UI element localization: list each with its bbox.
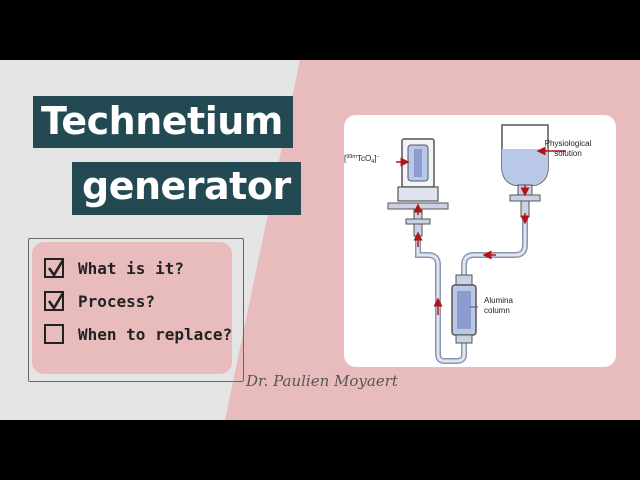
saline-bottle [501, 124, 549, 218]
tube-left-inner [416, 235, 466, 363]
checklist-label: Process? [78, 291, 156, 311]
title-line-2: generator [72, 162, 301, 215]
alumina-column [451, 274, 477, 344]
checklist-label: When to replace? [78, 324, 233, 344]
checklist-frame [28, 238, 244, 382]
label-physiological: Physiological [545, 139, 592, 148]
checklist-item-what-is-it[interactable]: What is it? [44, 256, 184, 280]
checklist-label: What is it? [78, 258, 184, 278]
tube-right-inner [462, 217, 527, 275]
checkbox-empty-icon[interactable] [44, 324, 64, 344]
tube-right [461, 217, 528, 275]
generator-diagram: [99mTcO4]− Physiological solution Alumin… [344, 124, 592, 364]
collection-vial [387, 138, 449, 237]
slide: Technetium generator What is it? Process… [0, 60, 640, 420]
label-column: column [484, 306, 510, 315]
label-tco4: [99mTcO4]− [344, 154, 380, 165]
checkbox-checked-icon[interactable] [44, 291, 65, 311]
checklist-background [32, 242, 232, 374]
generator-diagram-card: [99mTcO4]− Physiological solution Alumin… [344, 115, 616, 367]
checklist-item-process[interactable]: Process? [44, 289, 155, 313]
checkbox-checked-icon[interactable] [44, 258, 65, 278]
label-alumina: Alumina [484, 296, 513, 305]
title-line-1: Technetium [33, 96, 293, 148]
checklist-item-when-to-replace[interactable]: When to replace? [44, 322, 232, 346]
label-solution: solution [554, 149, 582, 158]
checklist-panel: What is it? Process? When to replace? [28, 238, 244, 382]
author-name: Dr. Paulien Moyaert [246, 372, 398, 390]
